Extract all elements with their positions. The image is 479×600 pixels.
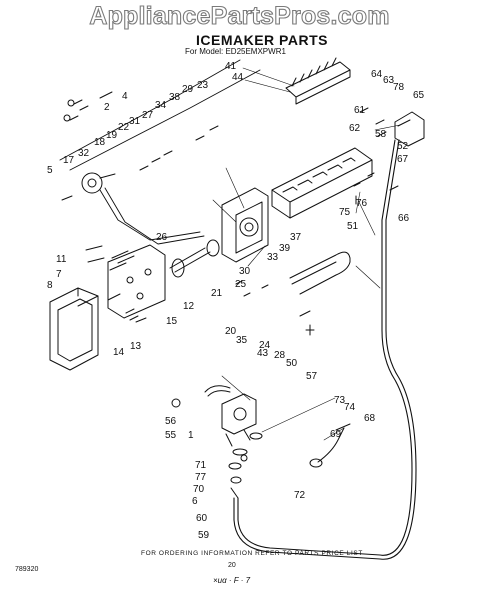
ordering-note: FOR ORDERING INFORMATION REFER TO PARTS …	[141, 550, 363, 557]
callout-25: 25	[235, 279, 247, 290]
callout-61: 61	[354, 105, 366, 116]
callout-77: 77	[195, 472, 207, 483]
callout-6: 6	[192, 496, 198, 507]
callout-17: 17	[63, 155, 75, 166]
motor-part	[81, 172, 116, 194]
callout-2: 2	[104, 102, 110, 113]
model-line: For Model: ED25EMXPWR1	[185, 47, 286, 56]
water-valve-part	[204, 385, 257, 447]
water-fill-tube	[233, 139, 417, 560]
callout-37: 37	[290, 232, 302, 243]
callout-78: 78	[393, 82, 405, 93]
page-number: 20	[228, 562, 236, 569]
wire-harness	[59, 59, 261, 245]
callout-62: 62	[349, 123, 361, 134]
callout-13: 13	[130, 341, 142, 352]
callout-50: 50	[286, 358, 298, 369]
mounting-plate-part	[221, 187, 269, 263]
drive-shaft-part	[169, 239, 220, 278]
callout-7: 7	[56, 269, 62, 280]
callout-70: 70	[193, 484, 205, 495]
callout-56: 56	[165, 416, 177, 427]
callout-66: 66	[398, 213, 410, 224]
front-cover-part	[49, 287, 99, 371]
callout-leaders	[212, 67, 401, 441]
callout-19: 19	[106, 130, 118, 141]
callout-65: 65	[413, 90, 425, 101]
fastener-parts	[61, 91, 399, 462]
callout-51: 51	[347, 221, 359, 232]
callout-60: 60	[196, 513, 208, 524]
control-board-part	[107, 244, 166, 319]
ice-mold-part	[271, 147, 373, 219]
callout-69: 69	[330, 429, 342, 440]
callout-numbers: 1 2 4 5 6 7 8 11 12 13 14 15 17 18 19 20…	[47, 61, 425, 541]
callout-64: 64	[371, 69, 383, 80]
callout-57: 57	[306, 371, 318, 382]
callout-39: 39	[279, 243, 291, 254]
watermark: AppliancePartsPros.com	[89, 1, 390, 30]
callout-8: 8	[47, 280, 53, 291]
heater-coil-part	[289, 251, 351, 295]
callout-34: 34	[155, 100, 167, 111]
callout-26: 26	[156, 232, 168, 243]
valve-fitting-parts	[228, 432, 263, 499]
callout-38: 38	[169, 92, 181, 103]
callout-11: 11	[56, 254, 67, 265]
callout-28: 28	[274, 350, 286, 361]
callout-43: 43	[257, 348, 269, 359]
callout-20: 20	[225, 326, 237, 337]
callout-44: 44	[232, 72, 244, 83]
callout-74: 74	[344, 402, 356, 413]
callout-15: 15	[166, 316, 178, 327]
callout-27: 27	[142, 110, 154, 121]
ice-stripper-part	[285, 57, 351, 105]
callout-14: 14	[113, 347, 125, 358]
callout-76: 76	[356, 198, 368, 209]
callout-22: 22	[118, 122, 130, 133]
callout-31: 31	[129, 116, 141, 127]
callout-52: 52	[397, 141, 409, 152]
callout-24: 24	[259, 340, 271, 351]
callout-4: 4	[122, 91, 128, 102]
document-id: 789320	[15, 566, 39, 573]
callout-73: 73	[334, 395, 346, 406]
callout-72: 72	[294, 490, 306, 501]
callout-29: 29	[182, 84, 194, 95]
callout-68: 68	[364, 413, 376, 424]
callout-30: 30	[239, 266, 251, 277]
callout-71: 71	[195, 460, 207, 471]
callout-41: 41	[225, 61, 237, 72]
callout-23: 23	[197, 80, 209, 91]
callout-12: 12	[183, 301, 195, 312]
callout-5: 5	[47, 165, 53, 176]
inlet-tube-part	[309, 423, 351, 468]
callout-35: 35	[236, 335, 248, 346]
callout-21: 21	[211, 288, 223, 299]
callout-55: 55	[165, 430, 177, 441]
callout-18: 18	[94, 137, 106, 148]
callout-32: 32	[78, 148, 90, 159]
callout-75: 75	[339, 207, 351, 218]
callout-1: 1	[188, 430, 194, 441]
callout-63: 63	[383, 75, 395, 86]
callout-59: 59	[198, 530, 210, 541]
callout-58: 58	[375, 129, 387, 140]
callout-67: 67	[397, 154, 409, 165]
callout-33: 33	[267, 252, 279, 263]
handwritten-mark: ×uα · F · 7	[213, 576, 251, 585]
page-title: ICEMAKER PARTS	[196, 32, 328, 48]
